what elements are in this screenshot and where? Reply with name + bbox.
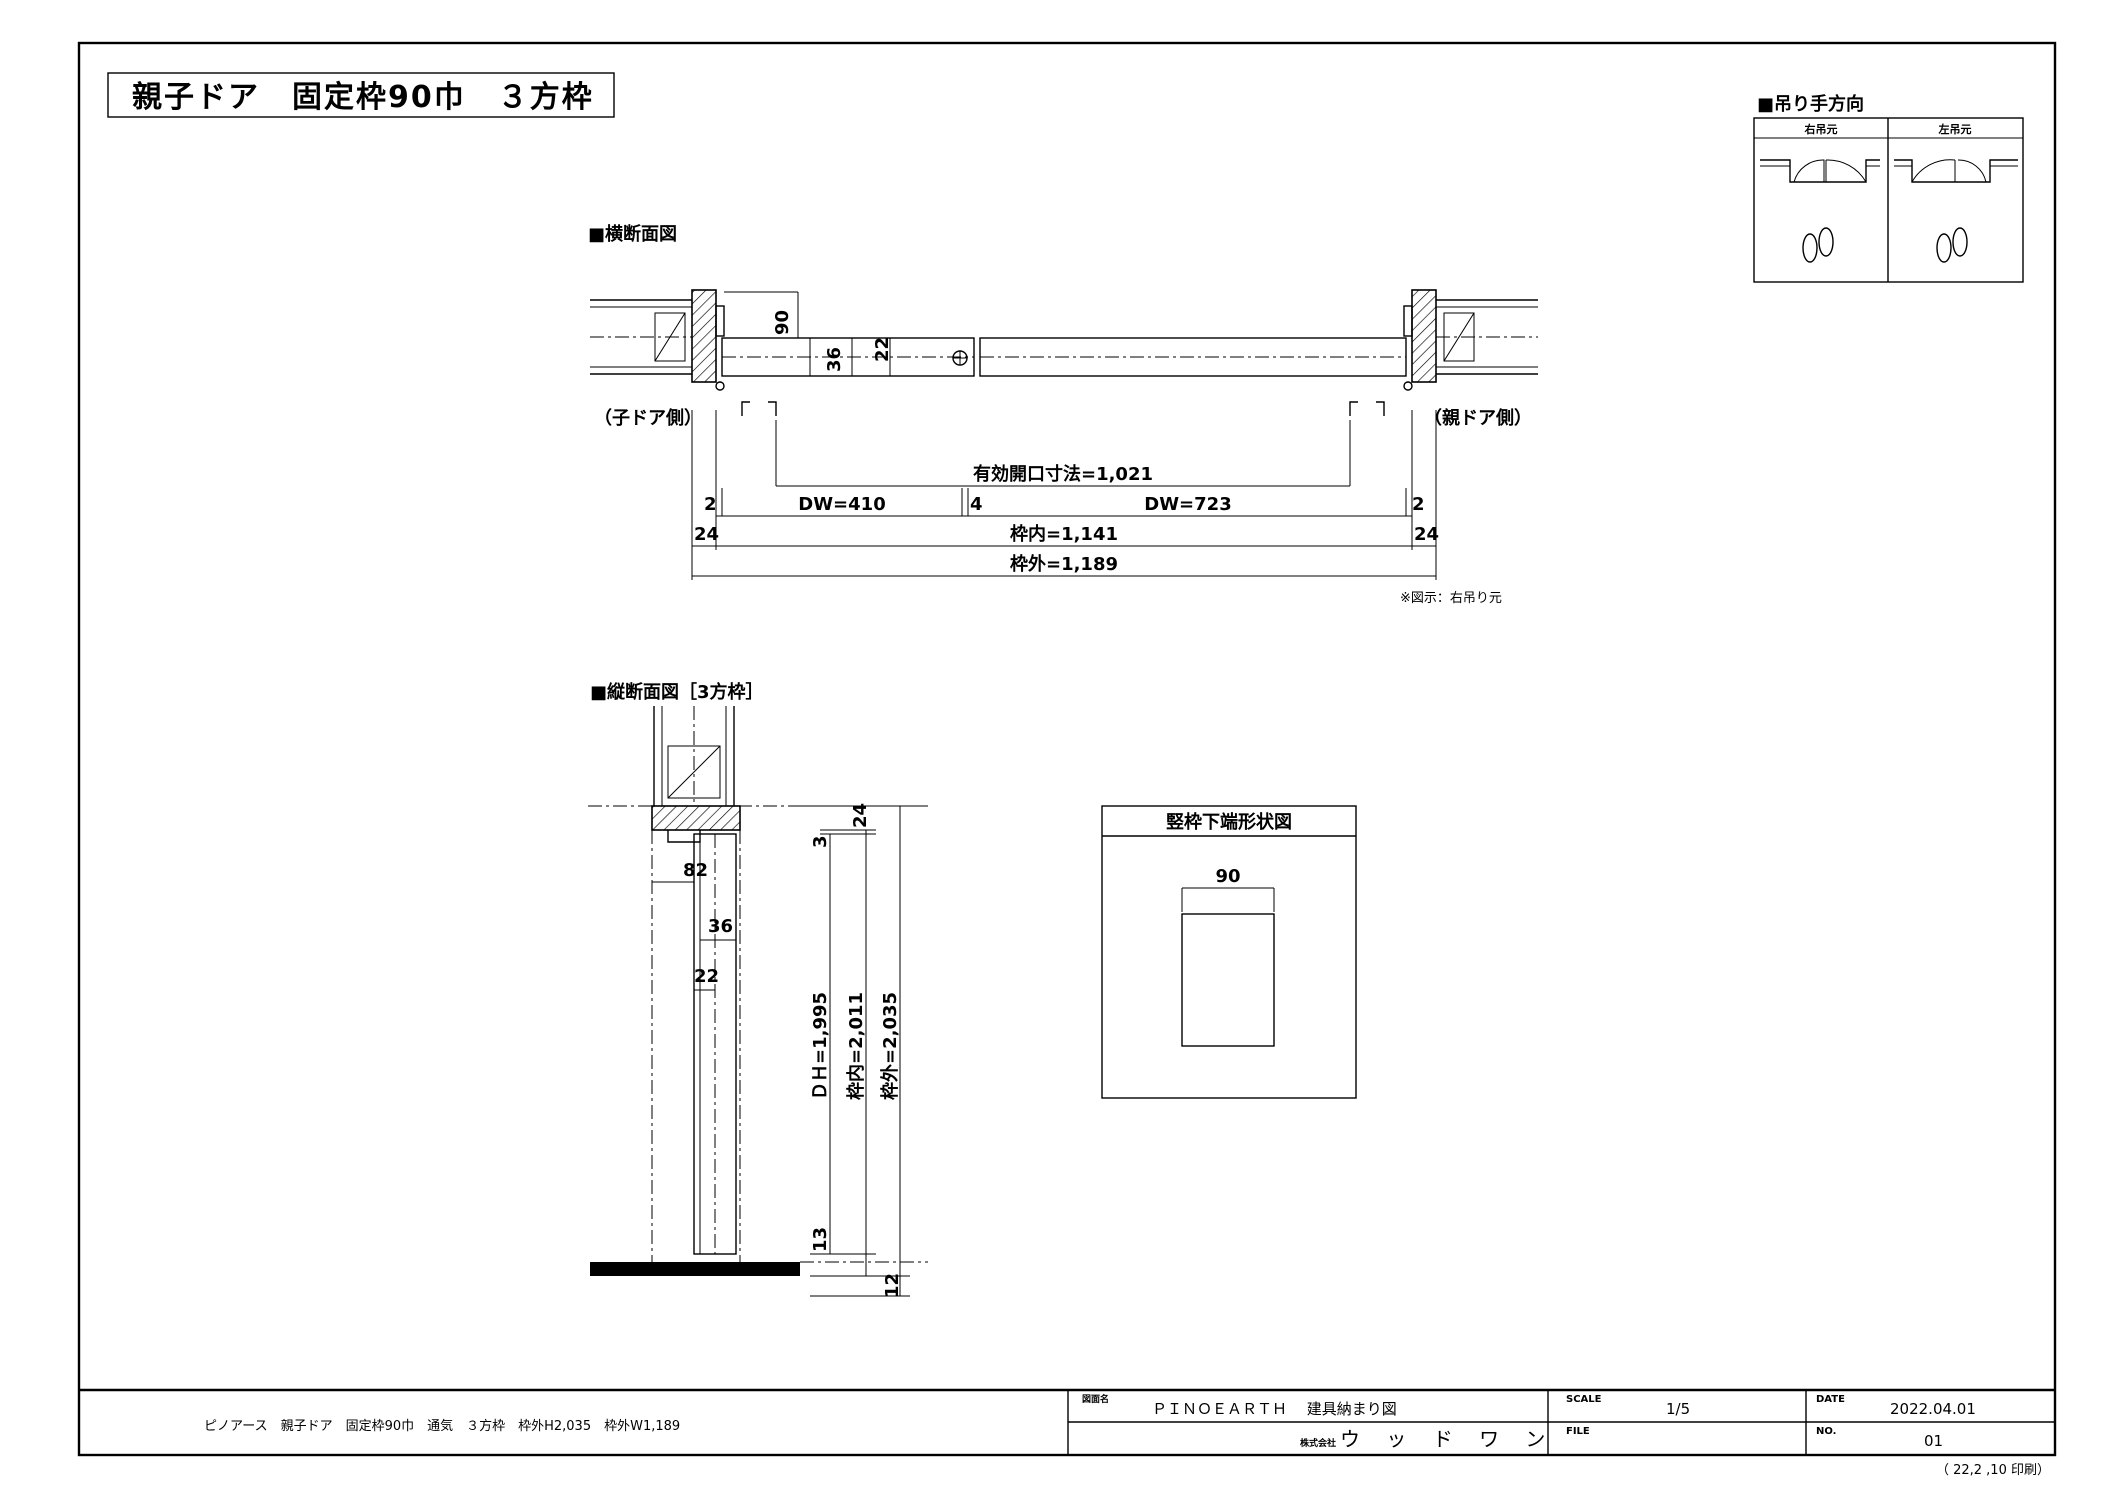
vs-dim-24: 24 <box>850 803 871 828</box>
right-frame-hatched <box>1411 289 1437 383</box>
date-value: 2022.04.01 <box>1890 1400 1976 1418</box>
drawing-name-label: 図面名 <box>1082 1393 1109 1405</box>
left-stop <box>715 305 725 337</box>
file-label: FILE <box>1566 1426 1590 1437</box>
left-hinge-pin <box>715 381 725 391</box>
right-hinge-pin <box>1403 381 1413 391</box>
head-frame-hatched <box>651 805 741 831</box>
hinge-note: ※図示：右吊り元 <box>1400 591 1502 606</box>
left-wall <box>590 299 692 375</box>
child-door-side-label: （子ドア側） <box>594 407 702 429</box>
drawing-title: 親子ドア 固定枠90巾 ３方枠 <box>132 80 594 115</box>
head-stop <box>667 830 701 843</box>
head-wall <box>653 706 735 806</box>
stile-bottom-dim-90: 90 <box>1215 866 1240 887</box>
hs-dim-36: 36 <box>824 347 845 372</box>
hinge-direction-heading: ■吊り手方向 <box>1757 93 1864 115</box>
dw-child-dim: DW=410 <box>798 494 885 515</box>
horizontal-section-heading: ■横断面図 <box>588 223 677 245</box>
frame-right-dim: 24 <box>1414 524 1439 545</box>
right-stop <box>1403 305 1413 337</box>
vs-dim-82: 82 <box>683 860 708 881</box>
vs-dim-12: 12 <box>882 1273 903 1298</box>
hs-dim-90: 90 <box>772 310 793 335</box>
vertical-section-heading: ■縦断面図［3方枠］ <box>590 681 764 703</box>
parent-door-leaf <box>979 337 1407 377</box>
hs-dim-22: 22 <box>872 337 893 362</box>
company-name: ウ ッ ド ワ ン <box>1340 1427 1555 1451</box>
scale-value: 1/5 <box>1666 1400 1690 1418</box>
title-block: ピノアース 親子ドア 固定枠90巾 通気 ３方枠 枠外H2,035 枠外W1,1… <box>79 1388 2055 1455</box>
vs-dim-3: 3 <box>810 835 831 848</box>
drawing-title-box: 親子ドア 固定枠90巾 ３方枠 <box>107 72 615 118</box>
effective-opening-dim: 有効開口寸法=1,021 <box>973 463 1153 485</box>
stile-bottom-heading: 竪枠下端形状図 <box>1166 811 1292 833</box>
dw-parent-dim: DW=723 <box>1144 494 1231 515</box>
print-note: （ 22,2 ,10 印刷） <box>1936 1463 2050 1478</box>
date-label: DATE <box>1816 1394 1845 1405</box>
frame-left-dim: 24 <box>694 524 719 545</box>
vs-dim-13: 13 <box>810 1227 831 1252</box>
parent-door-side-label: （親ドア側） <box>1424 407 1532 429</box>
vs-frame-inner-dim: 枠内=2,011 <box>845 992 867 1100</box>
sheet-border <box>77 41 2057 1457</box>
gap-left-dim: 2 <box>704 494 717 515</box>
drawing-name: ＰＩＮＯＥＡＲＴＨ 建具納まり図 <box>1152 1400 1397 1418</box>
right-hinge-door-icon <box>1760 159 1880 183</box>
gap-center-dim: 4 <box>970 494 983 515</box>
hinge-right-label: 右吊元 <box>1804 122 1838 136</box>
vs-dim-22: 22 <box>694 966 719 987</box>
left-frame-hatched <box>691 289 717 383</box>
no-value: 01 <box>1924 1432 1943 1450</box>
floor-slab <box>590 1262 800 1276</box>
vs-dim-36: 36 <box>708 916 733 937</box>
vertical-section-drawing: ■縦断面図［3方枠］ 82 36 22 <box>588 681 928 1298</box>
company-prefix: 株式会社 <box>1300 1437 1336 1449</box>
no-label: NO. <box>1816 1426 1836 1437</box>
left-hinge-door-icon <box>1894 159 2018 183</box>
scale-label: SCALE <box>1566 1394 1602 1405</box>
frame-inner-dim: 枠内=1,141 <box>1010 523 1118 545</box>
right-hinge-footprints-icon <box>1802 227 1834 263</box>
vs-frame-outer-dim: 枠外=2,035 <box>879 992 901 1100</box>
dh-dim: ＤＨ=1,995 <box>810 992 831 1100</box>
stile-bottom-shape-drawing: 竪枠下端形状図 90 <box>1101 805 1357 1099</box>
vertical-door-leaf <box>693 833 737 1255</box>
right-wall <box>1436 299 1538 375</box>
title-block-description: ピノアース 親子ドア 固定枠90巾 通気 ３方枠 枠外H2,035 枠外W1,1… <box>204 1418 680 1434</box>
hinge-left-label: 左吊元 <box>1938 122 1972 136</box>
stile-bottom-profile <box>1181 913 1275 1047</box>
horizontal-section-drawing: ■横断面図 <box>588 223 1538 606</box>
left-hinge-footprints-icon <box>1936 227 1968 263</box>
frame-outer-dim: 枠外=1,189 <box>1010 553 1118 575</box>
gap-right-dim: 2 <box>1412 494 1425 515</box>
hinge-direction-panel: ■吊り手方向 右吊元 左吊元 <box>1753 93 2024 283</box>
